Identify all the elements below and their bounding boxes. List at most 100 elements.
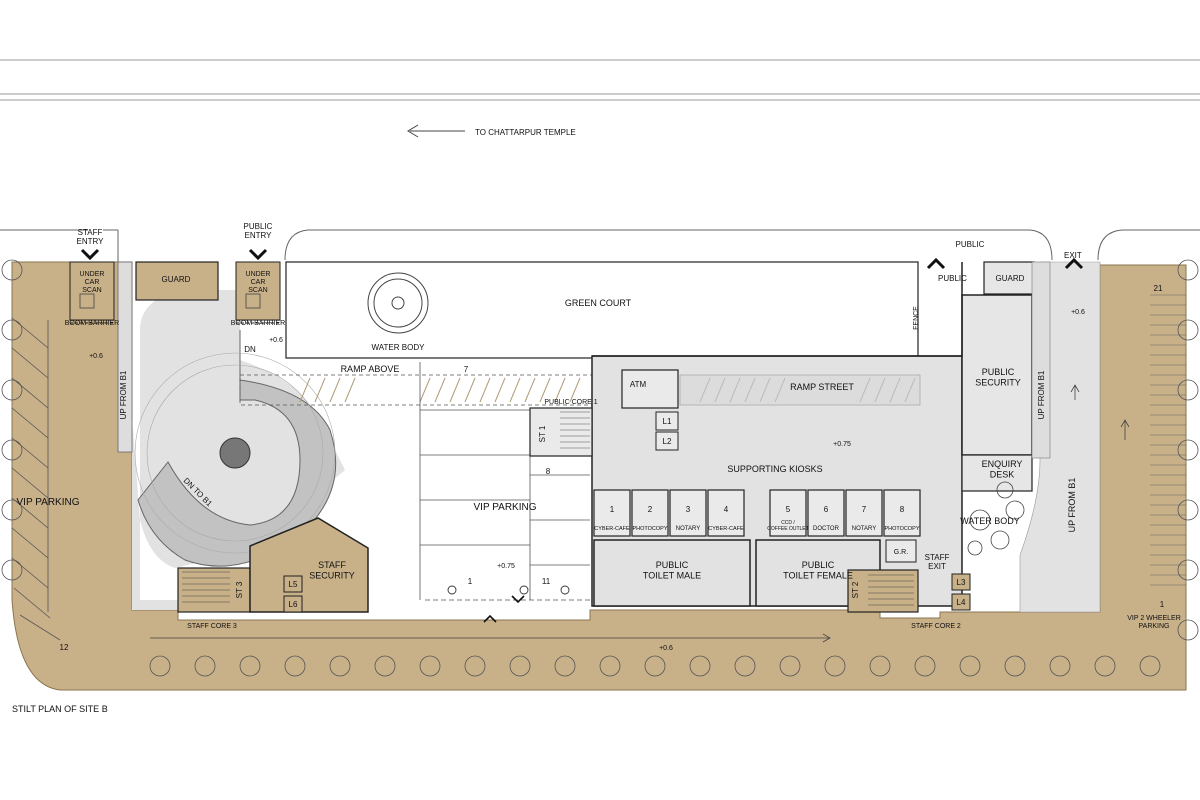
count-1-right: 1 (1160, 600, 1165, 609)
staff-core-2-label: STAFF CORE 2 (911, 623, 961, 630)
public-top-label: PUBLIC (956, 240, 985, 249)
lift-l1 (655, 411, 679, 431)
l2-label: L2 (663, 437, 672, 446)
accessible-parking-icon (447, 585, 570, 595)
level-parking: +0.75 (497, 563, 515, 570)
kiosk-6-name: DOCTOR (813, 526, 840, 532)
kiosk-2-num: 2 (648, 505, 653, 514)
guard-booth-left (135, 261, 219, 301)
kiosk-5-num: 5 (786, 505, 791, 514)
fence-label: FENCE (913, 306, 920, 330)
road (0, 59, 1200, 101)
guard-booth-right (983, 261, 1035, 295)
kiosk-1-num: 1 (610, 505, 615, 514)
st3-label: ST 3 (235, 581, 244, 598)
gr-label: G.R. (894, 549, 908, 556)
stair-treads-1 (560, 411, 590, 449)
toilet-male-room (593, 539, 751, 607)
kiosk-8-name: PHOTOCOPY (884, 526, 919, 532)
level-bottom: +0.6 (659, 645, 673, 652)
dn-label: DN (244, 345, 256, 354)
staff-core-3-label: STAFF CORE 3 (187, 623, 237, 630)
under-car-scan-box-1 (69, 261, 115, 321)
kiosk-7-num: 7 (862, 505, 867, 514)
level-street: +0.75 (833, 441, 851, 448)
vip-parking-center-label: VIP PARKING (474, 502, 537, 513)
atm-label: ATM (630, 380, 647, 389)
road-direction-arrow (407, 124, 465, 138)
parking-bays-right (1150, 294, 1186, 586)
stair-treads-2 (868, 574, 914, 606)
lift-l5 (283, 575, 303, 593)
lift-l4 (951, 593, 971, 611)
guard-right-label: GUARD (996, 274, 1025, 283)
kiosk-stalls (593, 489, 921, 537)
kiosk-4-name: CYBER-CAFE (708, 526, 744, 532)
vip-parking-left-label: VIP PARKING (17, 497, 80, 508)
kiosk-3-num: 3 (686, 505, 691, 514)
count-11: 11 (542, 577, 551, 586)
left-up-ramp (117, 261, 133, 453)
count-21: 21 (1154, 284, 1163, 293)
public-core-1-label: PUBLIC CORE 1 (544, 399, 597, 406)
l5-label: L5 (289, 580, 298, 589)
count-12: 12 (60, 643, 69, 652)
l6-label: L6 (289, 600, 298, 609)
kiosk-5-name: CCD /COFFEE OUTLET (767, 520, 808, 532)
ramp-spiral (134, 330, 337, 567)
public-side-label: PUBLIC (938, 274, 967, 283)
entry-chevrons (80, 248, 1084, 623)
green-court-label: GREEN COURT (565, 298, 632, 308)
level-entry: +0.6 (269, 337, 283, 344)
level-left: +0.6 (89, 353, 103, 360)
l3-label: L3 (957, 578, 966, 587)
tree-row (1, 259, 1199, 677)
guard-left-label: GUARD (162, 275, 191, 284)
kiosk-7-name: NOTARY (852, 526, 876, 532)
water-body-top-label: WATER BODY (372, 343, 426, 352)
boom-barrier-label-2: BOOM BARRIER (231, 320, 285, 327)
st2-label: ST 2 (851, 581, 860, 598)
road-direction-label: TO CHATTARPUR TEMPLE (475, 128, 576, 137)
kiosk-4-num: 4 (724, 505, 729, 514)
parking-bays-left (11, 317, 61, 641)
exit-label: EXIT (1064, 251, 1082, 260)
kiosk-outline-top (592, 262, 963, 357)
st1-label: ST 1 (538, 425, 547, 442)
lift-l3 (951, 573, 971, 591)
kiosk-8-num: 8 (900, 505, 905, 514)
boom-barrier-label-1: BOOM BARRIER (65, 320, 119, 327)
count-7: 7 (464, 365, 469, 374)
count-8: 8 (546, 467, 551, 476)
kiosk-3-name: NOTARY (676, 526, 700, 532)
l4-label: L4 (957, 598, 966, 607)
ramp-street-label: RAMP STREET (790, 382, 854, 392)
atm-room (621, 369, 679, 409)
staff-security-room (249, 517, 369, 613)
scan-pit-2 (245, 293, 261, 309)
kiosk-2-name: PHOTOCOPY (632, 526, 667, 532)
ramp-above-label: RAMP ABOVE (341, 364, 400, 374)
level-right: +0.6 (1071, 309, 1085, 316)
gr-room (885, 539, 917, 563)
plan-title: STILT PLAN OF SITE B (12, 704, 108, 714)
site-boundary (0, 229, 1200, 262)
lift-l2 (655, 431, 679, 451)
l1-label: L1 (663, 417, 672, 426)
up-from-b1-left-label: UP FROM B1 (119, 370, 128, 419)
scan-pit-1 (79, 293, 95, 309)
kiosk-1-name: CYBER-CAFE (594, 526, 630, 532)
lift-l6 (283, 595, 303, 613)
count-1: 1 (468, 577, 473, 586)
